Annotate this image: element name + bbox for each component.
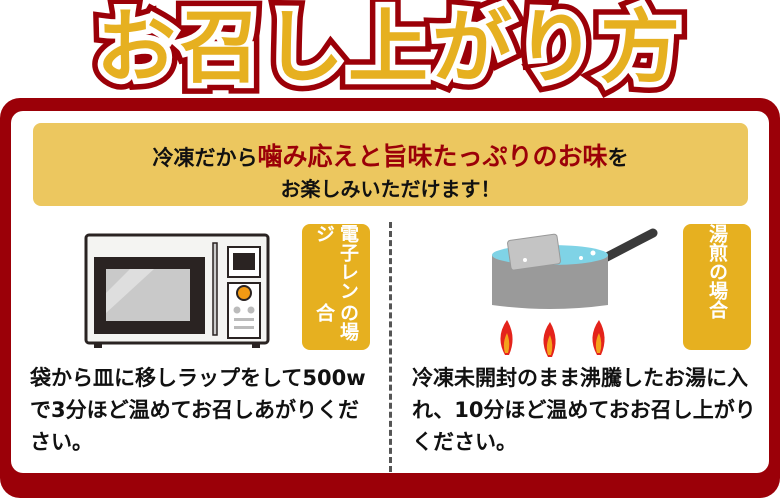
tag-text: の場合 bbox=[706, 262, 728, 319]
dashed-divider bbox=[389, 222, 392, 472]
microwave-tag: 電子レンジ の場合 bbox=[302, 224, 370, 350]
intro-banner: 冷凍だから噛み応えと旨味たっぷりのお味を お楽しみいただけます！ bbox=[33, 123, 748, 206]
title-inner-outline: お召し上がり方 bbox=[91, 0, 686, 99]
tag-text: の場合 bbox=[313, 302, 359, 341]
boil-tag: 湯煎 の場合 bbox=[683, 224, 751, 350]
title-outline: お召し上がり方 bbox=[85, 0, 691, 105]
microwave-instructions: 袋から皿に移しラップをして500wで3分ほど温めてお召しあがりください。 bbox=[30, 366, 366, 454]
boil-instructions: 冷凍未開封のまま沸騰したお湯に入れ、10分ほど温めておお召し上がりください。 bbox=[412, 366, 756, 454]
banner-text: を bbox=[607, 146, 629, 170]
banner-line-1: 冷凍だから噛み応えと旨味たっぷりのお味を bbox=[33, 137, 748, 173]
banner-text: 冷凍だから bbox=[152, 146, 258, 170]
tag-text: 電子レンジ bbox=[313, 224, 359, 300]
microwave-icon bbox=[84, 233, 270, 348]
banner-highlight: 噛み応えと旨味たっぷりのお味 bbox=[257, 142, 608, 171]
title-text: お召し上がり方 bbox=[96, 1, 684, 94]
tag-text: 湯煎 bbox=[706, 224, 728, 262]
pot-boiling-icon bbox=[492, 228, 658, 357]
banner-line-2: お楽しみいただけます！ bbox=[280, 177, 501, 201]
flame-icon bbox=[500, 320, 605, 357]
page-title: お召し上がり方 お召し上がり方 お召し上がり方 bbox=[0, 0, 780, 105]
